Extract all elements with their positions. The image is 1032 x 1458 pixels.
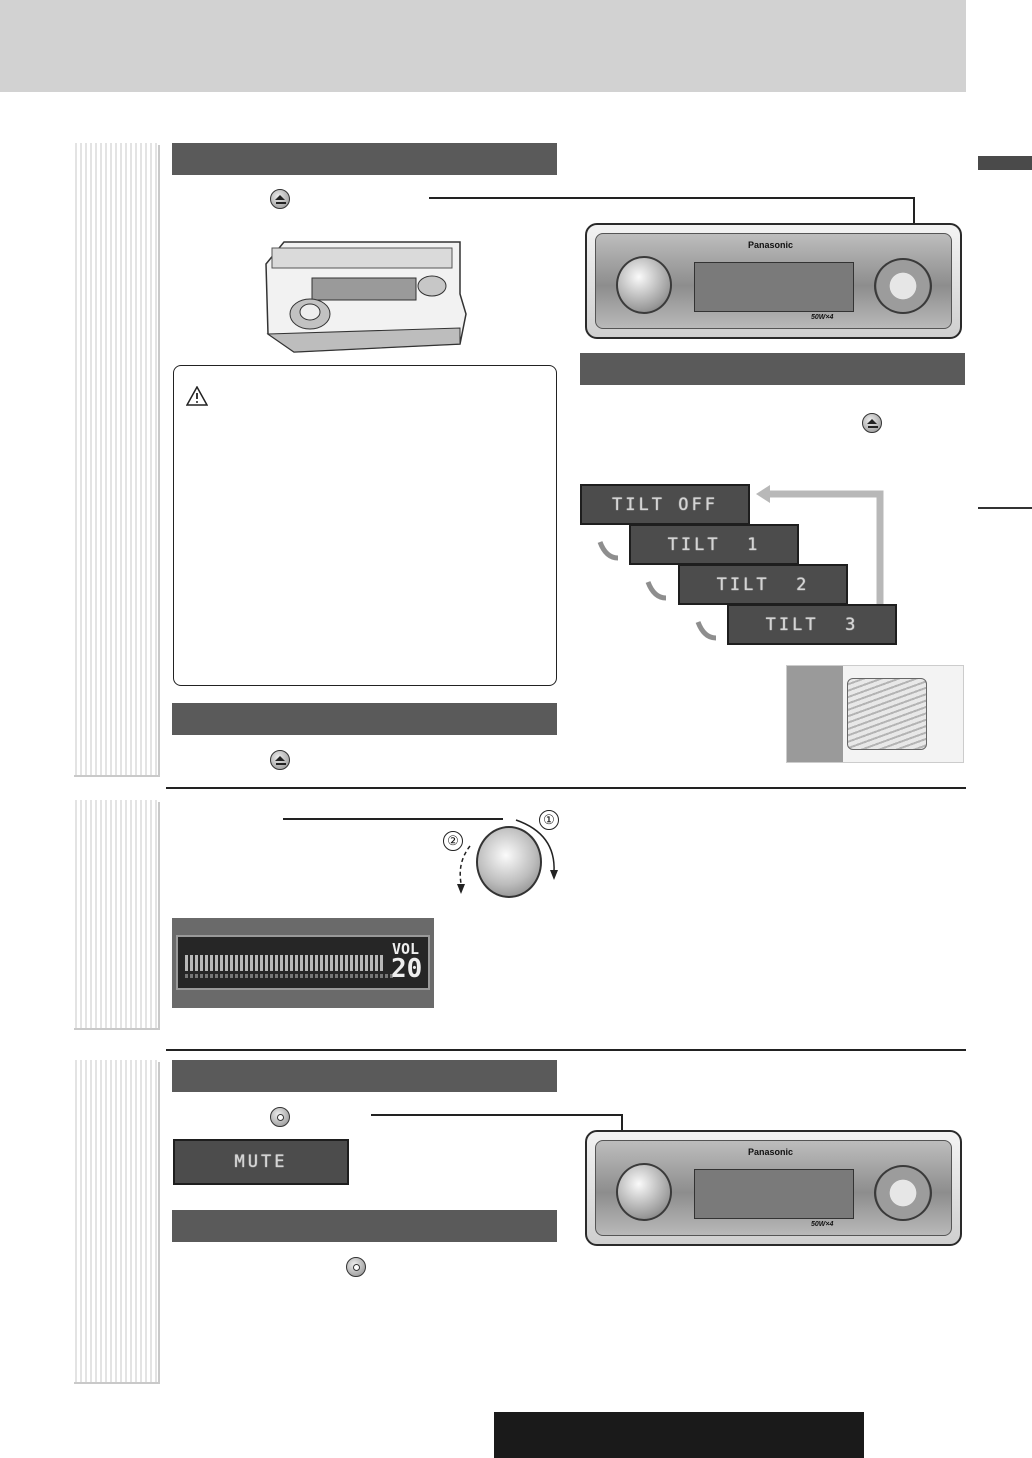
volume-knob-2[interactable] xyxy=(616,1163,672,1221)
close-section-header xyxy=(172,703,557,735)
stereo-display xyxy=(694,262,854,312)
volume-value: 20 xyxy=(391,954,423,984)
stereo-display-2 xyxy=(694,1169,854,1219)
tilt-section-header xyxy=(580,353,965,385)
volume-label: VOL xyxy=(392,940,420,958)
caution-box xyxy=(173,365,557,686)
stereo-unit-bottom: Panasonic 50W×4 xyxy=(585,1130,962,1246)
warning-icon xyxy=(186,386,208,406)
stereo-unit-top: Panasonic 50W×4 xyxy=(585,223,962,339)
section-3-sidebar xyxy=(72,1060,158,1382)
section-divider-1 xyxy=(166,787,966,789)
leader-line-drop xyxy=(913,197,915,235)
tilt-cycle-arrows xyxy=(597,485,884,641)
mute-section-header xyxy=(172,1060,557,1092)
eject-icon[interactable] xyxy=(270,189,290,209)
volume-knob-large[interactable] xyxy=(476,826,542,898)
watt-label-2: 50W×4 xyxy=(811,1221,834,1228)
mute-icon[interactable] xyxy=(270,1107,290,1127)
section-2-sidebar xyxy=(72,800,158,1028)
volume-level-ticks xyxy=(185,974,395,978)
header-band xyxy=(0,0,966,92)
volume-knob[interactable] xyxy=(616,256,672,314)
brand-label: Panasonic xyxy=(748,240,794,250)
edge-index-tab xyxy=(978,156,1032,170)
tilt-angle-illustration xyxy=(786,665,964,763)
watt-label: 50W×4 xyxy=(811,314,834,321)
leader-line xyxy=(429,197,913,199)
section-divider-2 xyxy=(166,1049,966,1051)
unmute-section-header xyxy=(172,1210,557,1242)
mute-display: MUTE xyxy=(173,1139,349,1185)
step-2-marker: ② xyxy=(443,831,463,851)
eject-icon-close[interactable] xyxy=(270,750,290,770)
rotation-arrows xyxy=(457,819,558,894)
volume-level-bars xyxy=(185,955,385,971)
mute-icon-cancel[interactable] xyxy=(346,1257,366,1277)
tilt-display-3: TILT 3 xyxy=(727,604,897,645)
band-knob-2[interactable] xyxy=(874,1165,932,1221)
footer-bar xyxy=(494,1412,864,1458)
section-1-sidebar xyxy=(72,143,158,775)
open-panel-illustration xyxy=(265,241,467,353)
volume-leader-line xyxy=(283,818,503,820)
band-knob[interactable] xyxy=(874,258,932,314)
mute-leader-line xyxy=(371,1114,622,1116)
tilt-display-off: TILT OFF xyxy=(580,484,750,525)
eject-icon-tilt[interactable] xyxy=(862,413,882,433)
step-1-marker: ① xyxy=(539,810,559,830)
edge-index-line xyxy=(978,507,1032,509)
brand-label-2: Panasonic xyxy=(748,1147,794,1157)
open-section-header xyxy=(172,143,557,175)
tilt-display-1: TILT 1 xyxy=(629,524,799,565)
